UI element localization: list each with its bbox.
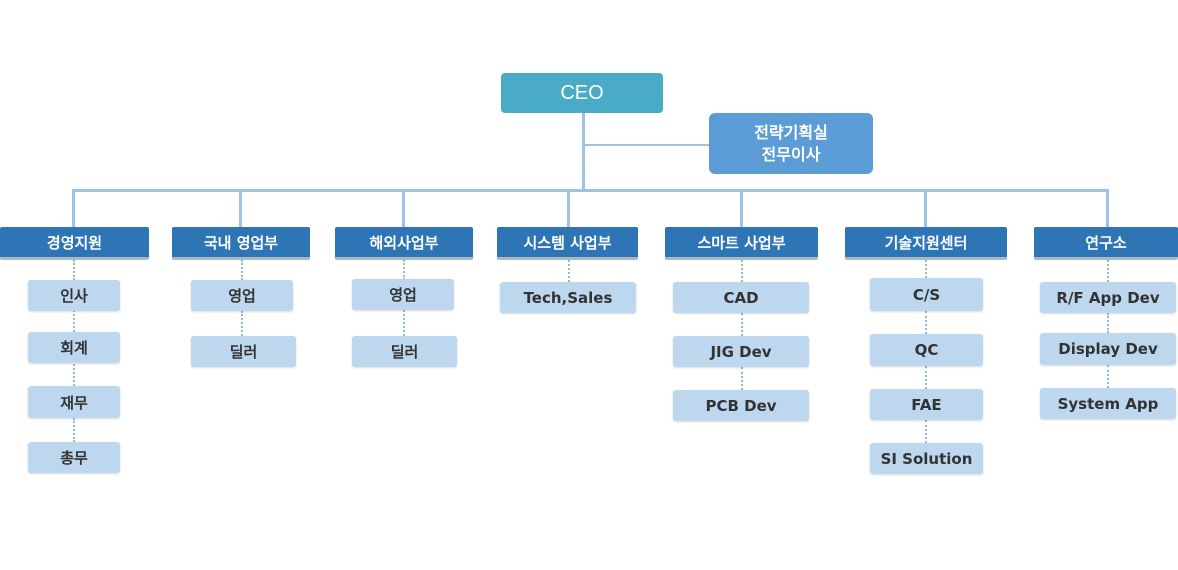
dept-drop-connector — [924, 190, 927, 228]
unit-box: 영업 — [352, 279, 454, 310]
ceo-label: CEO — [560, 81, 604, 104]
unit-dotted-connector — [925, 366, 927, 389]
unit-box: 회계 — [28, 332, 120, 363]
unit-dotted-connector — [1107, 365, 1109, 388]
unit-dotted-connector — [73, 418, 75, 442]
dept-drop-connector — [1106, 190, 1109, 228]
unit-box: 영업 — [191, 280, 293, 311]
unit-box: FAE — [870, 389, 983, 420]
dept-drop-connector — [72, 190, 75, 228]
strategy-connector — [584, 144, 710, 146]
unit-box: System App — [1040, 388, 1176, 419]
unit-dotted-connector — [403, 310, 405, 336]
unit-box: JIG Dev — [673, 336, 809, 367]
unit-dotted-connector — [241, 311, 243, 336]
department-bus-connector — [72, 189, 1109, 192]
unit-label: 딜러 — [229, 343, 258, 361]
unit-dotted-connector — [741, 260, 743, 282]
unit-dotted-connector — [241, 260, 243, 280]
dept-domestic-sales: 국내 영업부 — [172, 227, 310, 260]
dept-overseas-business: 해외사업부 — [335, 227, 473, 260]
unit-label: C/S — [912, 285, 941, 304]
dept-research-lab: 연구소 — [1034, 227, 1178, 260]
dept-label: 시스템 사업부 — [523, 233, 612, 252]
dept-drop-connector — [239, 190, 242, 228]
unit-dotted-connector — [73, 364, 75, 386]
unit-label: 인사 — [60, 287, 88, 305]
unit-label: 영업 — [389, 286, 417, 304]
strategy-office-title: 전무이사 — [761, 144, 821, 164]
strategy-office-box: 전략기획실 전무이사 — [709, 113, 873, 174]
unit-dotted-connector — [568, 260, 570, 282]
unit-box: 딜러 — [191, 336, 296, 367]
dept-label: 국내 영업부 — [203, 233, 279, 252]
unit-label: PCB Dev — [705, 396, 777, 415]
dept-management-support: 경영지원 — [0, 227, 149, 260]
unit-label: JIG Dev — [710, 342, 772, 361]
unit-box: C/S — [870, 278, 983, 311]
unit-label: 회계 — [60, 339, 88, 357]
unit-dotted-connector — [741, 313, 743, 336]
unit-dotted-connector — [925, 311, 927, 334]
unit-box: 인사 — [28, 280, 120, 311]
unit-dotted-connector — [741, 367, 743, 390]
unit-label: 재무 — [60, 393, 88, 412]
dept-label: 경영지원 — [46, 233, 103, 252]
unit-dotted-connector — [1107, 260, 1109, 282]
unit-box: 딜러 — [352, 336, 457, 367]
dept-tech-support-center: 기술지원센터 — [845, 227, 1007, 260]
dept-label: 스마트 사업부 — [697, 233, 786, 252]
ceo-box: CEO — [501, 73, 663, 113]
unit-label: FAE — [911, 395, 942, 414]
unit-label: 총무 — [60, 449, 88, 467]
unit-label: 딜러 — [390, 343, 419, 361]
dept-label: 연구소 — [1085, 233, 1127, 252]
dept-drop-connector — [402, 190, 405, 228]
unit-label: QC — [914, 341, 939, 359]
dept-drop-connector — [567, 190, 570, 228]
unit-dotted-connector — [925, 260, 927, 278]
unit-dotted-connector — [1107, 313, 1109, 333]
unit-box: 재무 — [28, 386, 120, 418]
unit-label: System App — [1057, 394, 1159, 413]
unit-dotted-connector — [73, 310, 75, 332]
unit-box: PCB Dev — [673, 390, 809, 421]
unit-box: SI Solution — [870, 443, 983, 474]
unit-box: QC — [870, 334, 983, 366]
unit-label: CAD — [723, 288, 759, 307]
dept-label: 해외사업부 — [369, 233, 439, 252]
strategy-office-label: 전략기획실 — [754, 122, 828, 142]
unit-label: 영업 — [228, 287, 256, 305]
dept-drop-connector — [740, 190, 743, 228]
unit-box: R/F App Dev — [1040, 282, 1176, 313]
unit-box: Display Dev — [1040, 333, 1176, 365]
unit-dotted-connector — [73, 260, 75, 280]
unit-box: 총무 — [28, 442, 120, 473]
unit-label: R/F App Dev — [1056, 288, 1160, 307]
unit-dotted-connector — [925, 420, 927, 443]
unit-label: SI Solution — [880, 449, 973, 468]
dept-system-business: 시스템 사업부 — [497, 227, 638, 260]
unit-dotted-connector — [403, 260, 405, 280]
unit-box: Tech,Sales — [500, 282, 636, 313]
unit-label: Display Dev — [1058, 340, 1158, 358]
dept-label: 기술지원센터 — [884, 233, 968, 252]
ceo-vertical-connector — [582, 112, 585, 190]
unit-box: CAD — [673, 282, 809, 313]
dept-smart-business: 스마트 사업부 — [665, 227, 818, 260]
unit-label: Tech,Sales — [523, 288, 613, 307]
